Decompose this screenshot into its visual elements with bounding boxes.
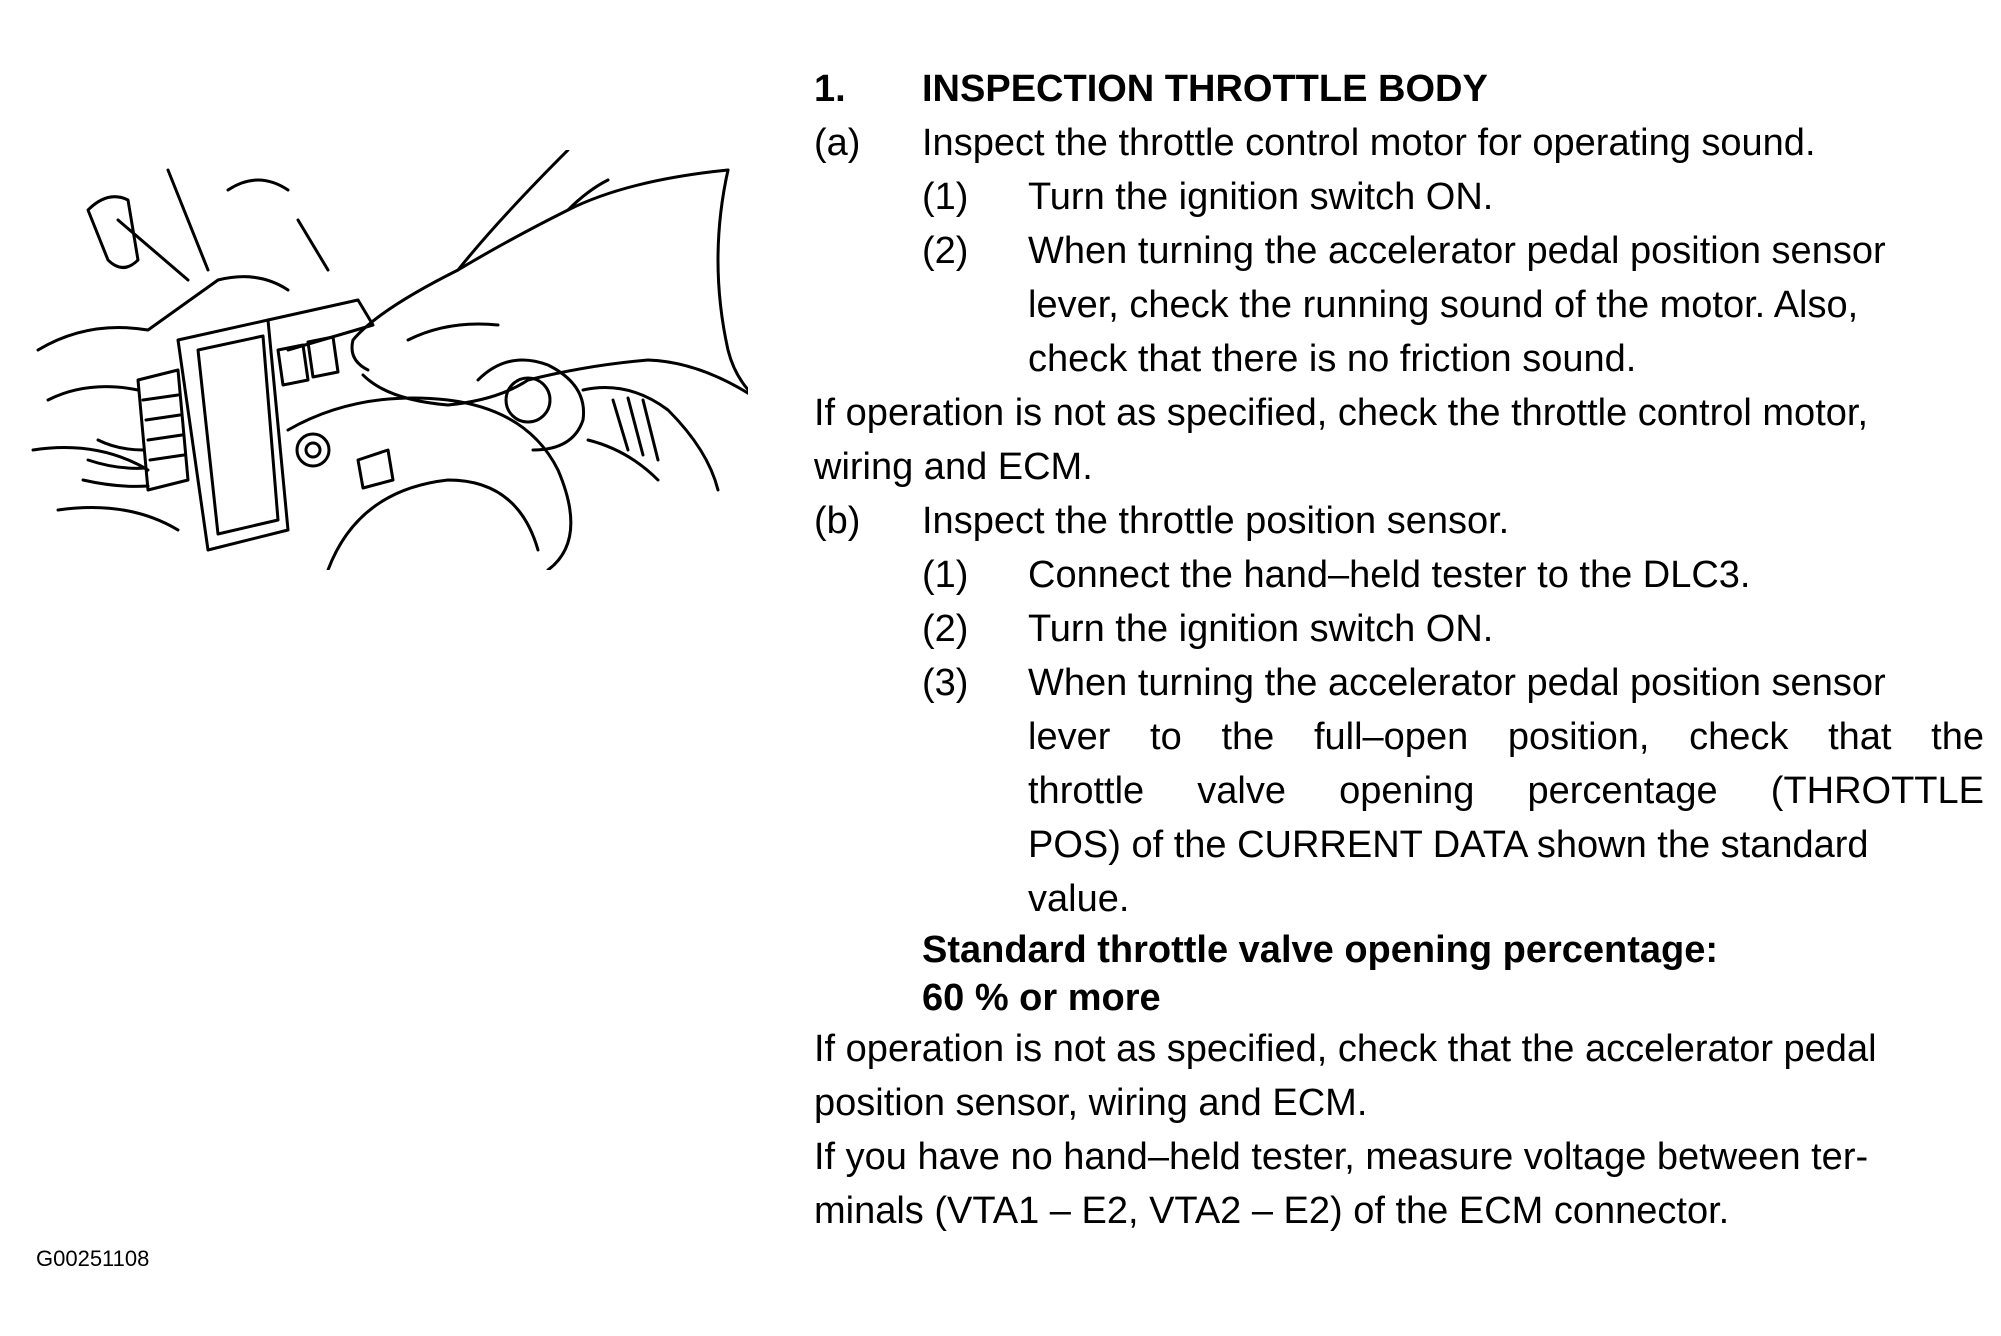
item-b-sub3-line3: throttle valve opening percentage (THROT… — [1028, 770, 1984, 812]
step-heading: 1. INSPECTION THROTTLE BODY — [814, 62, 1984, 116]
step-number: 1. — [814, 68, 846, 110]
throttle-body-illustration — [31, 150, 748, 570]
standard-value: 60 % or more — [922, 977, 1161, 1019]
item-a-label: (a) — [814, 122, 861, 164]
standard-title: Standard throttle valve opening percenta… — [922, 929, 1719, 971]
item-a-sub2: (2) When turning the accelerator pedal p… — [814, 224, 1984, 278]
item-b-sub2-label: (2) — [922, 608, 969, 650]
item-a-text: Inspect the throttle control motor for o… — [922, 122, 1816, 164]
item-b-sub1-label: (1) — [922, 554, 969, 596]
item-b-sub1: (1) Connect the hand–held tester to the … — [814, 548, 1984, 602]
item-b-text: Inspect the throttle position sensor. — [922, 500, 1510, 542]
item-a-sub2-label: (2) — [922, 230, 969, 272]
item-a: (a) Inspect the throttle control motor f… — [814, 116, 1984, 170]
figure-code: G00251108 — [36, 1246, 150, 1271]
item-b-sub3-line5: value. — [1028, 878, 1130, 920]
item-b-note-line1: If you have no hand–held tester, measure… — [814, 1136, 1869, 1178]
item-b-sub2-text: Turn the ignition switch ON. — [1028, 608, 1494, 650]
item-a-result-line2: wiring and ECM. — [814, 446, 1093, 488]
item-b-result-line2: position sensor, wiring and ECM. — [814, 1082, 1368, 1124]
item-b-label: (b) — [814, 500, 861, 542]
item-a-sub2-line1: When turning the accelerator pedal posit… — [1028, 230, 1886, 272]
item-b-sub3-line1: When turning the accelerator pedal posit… — [1028, 662, 1886, 704]
item-a-sub1-text: Turn the ignition switch ON. — [1028, 176, 1494, 218]
procedure-text: 1. INSPECTION THROTTLE BODY (a) Inspect … — [814, 62, 1984, 1238]
item-a-result-line1: If operation is not as specified, check … — [814, 392, 1868, 434]
item-b: (b) Inspect the throttle position sensor… — [814, 494, 1984, 548]
item-a-sub1: (1) Turn the ignition switch ON. — [814, 170, 1984, 224]
item-b-result-line1: If operation is not as specified, check … — [814, 1028, 1877, 1070]
item-b-sub3-line2: lever to the full–open position, check t… — [1028, 716, 1984, 758]
item-b-sub3: (3) When turning the accelerator pedal p… — [814, 656, 1984, 710]
item-a-sub2-line2: lever, check the running sound of the mo… — [1028, 284, 1859, 326]
item-b-note-line2: minals (VTA1 – E2, VTA2 – E2) of the ECM… — [814, 1190, 1730, 1232]
item-b-sub1-text: Connect the hand–held tester to the DLC3… — [1028, 554, 1751, 596]
item-b-sub3-label: (3) — [922, 662, 969, 704]
item-a-sub2-line3: check that there is no friction sound. — [1028, 338, 1637, 380]
step-title: INSPECTION THROTTLE BODY — [922, 68, 1488, 110]
item-b-sub3-line4: POS) of the CURRENT DATA shown the stand… — [1028, 824, 1869, 866]
item-a-sub1-label: (1) — [922, 176, 969, 218]
item-b-sub2: (2) Turn the ignition switch ON. — [814, 602, 1984, 656]
